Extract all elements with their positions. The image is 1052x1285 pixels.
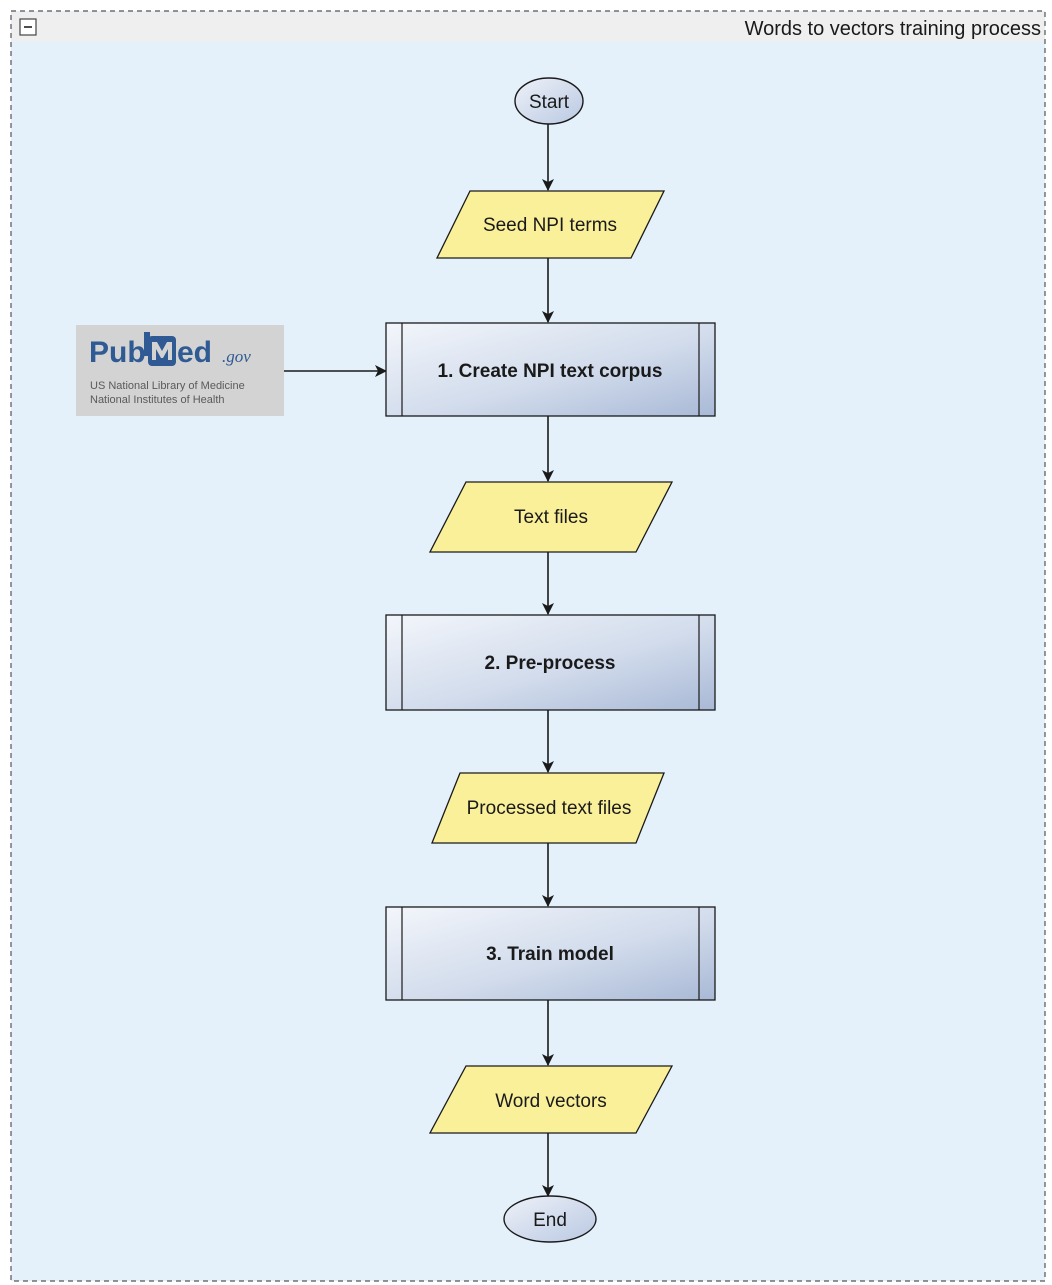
pre-process-process-node[interactable]: 2. Pre-process [385, 614, 716, 711]
seed-npi-terms-label: Seed NPI terms [483, 215, 617, 236]
end-label: End [533, 1210, 567, 1231]
pre-process-label: 2. Pre-process [485, 653, 616, 674]
create-corpus-label: 1. Create NPI text corpus [438, 361, 663, 382]
pubmed-logo-ed: ed [177, 336, 212, 369]
pubmed-logo-pub: Pub [89, 336, 146, 369]
pubmed-logo-line2: National Institutes of Health [90, 394, 225, 406]
pubmed-logo-line1: US National Library of Medicine [90, 380, 245, 392]
frame-title: Words to vectors training process [745, 18, 1041, 40]
start-label: Start [529, 92, 570, 113]
train-model-process-node[interactable]: 3. Train model [385, 906, 716, 1001]
end-node[interactable]: End [503, 1195, 597, 1243]
start-node[interactable]: Start [514, 77, 584, 125]
train-model-label: 3. Train model [486, 944, 614, 965]
processed-text-files-node[interactable]: Processed text files [431, 772, 665, 844]
text-files-label: Text files [514, 507, 588, 528]
create-corpus-process-node[interactable]: 1. Create NPI text corpus [385, 322, 716, 417]
seed-npi-terms-node[interactable]: Seed NPI terms [435, 190, 666, 259]
connectors [284, 124, 554, 1197]
pubmed-logo: Pub ed .gov US National Library of Medic… [76, 325, 284, 416]
word-vectors-node[interactable]: Word vectors [428, 1065, 674, 1134]
word-vectors-label: Word vectors [495, 1091, 607, 1112]
pubmed-logo-gov: .gov [222, 347, 251, 366]
collapse-toggle-button[interactable] [19, 18, 37, 36]
processed-text-files-label: Processed text files [467, 798, 632, 819]
pubmed-book-icon [144, 332, 176, 366]
text-files-node[interactable]: Text files [428, 481, 674, 553]
